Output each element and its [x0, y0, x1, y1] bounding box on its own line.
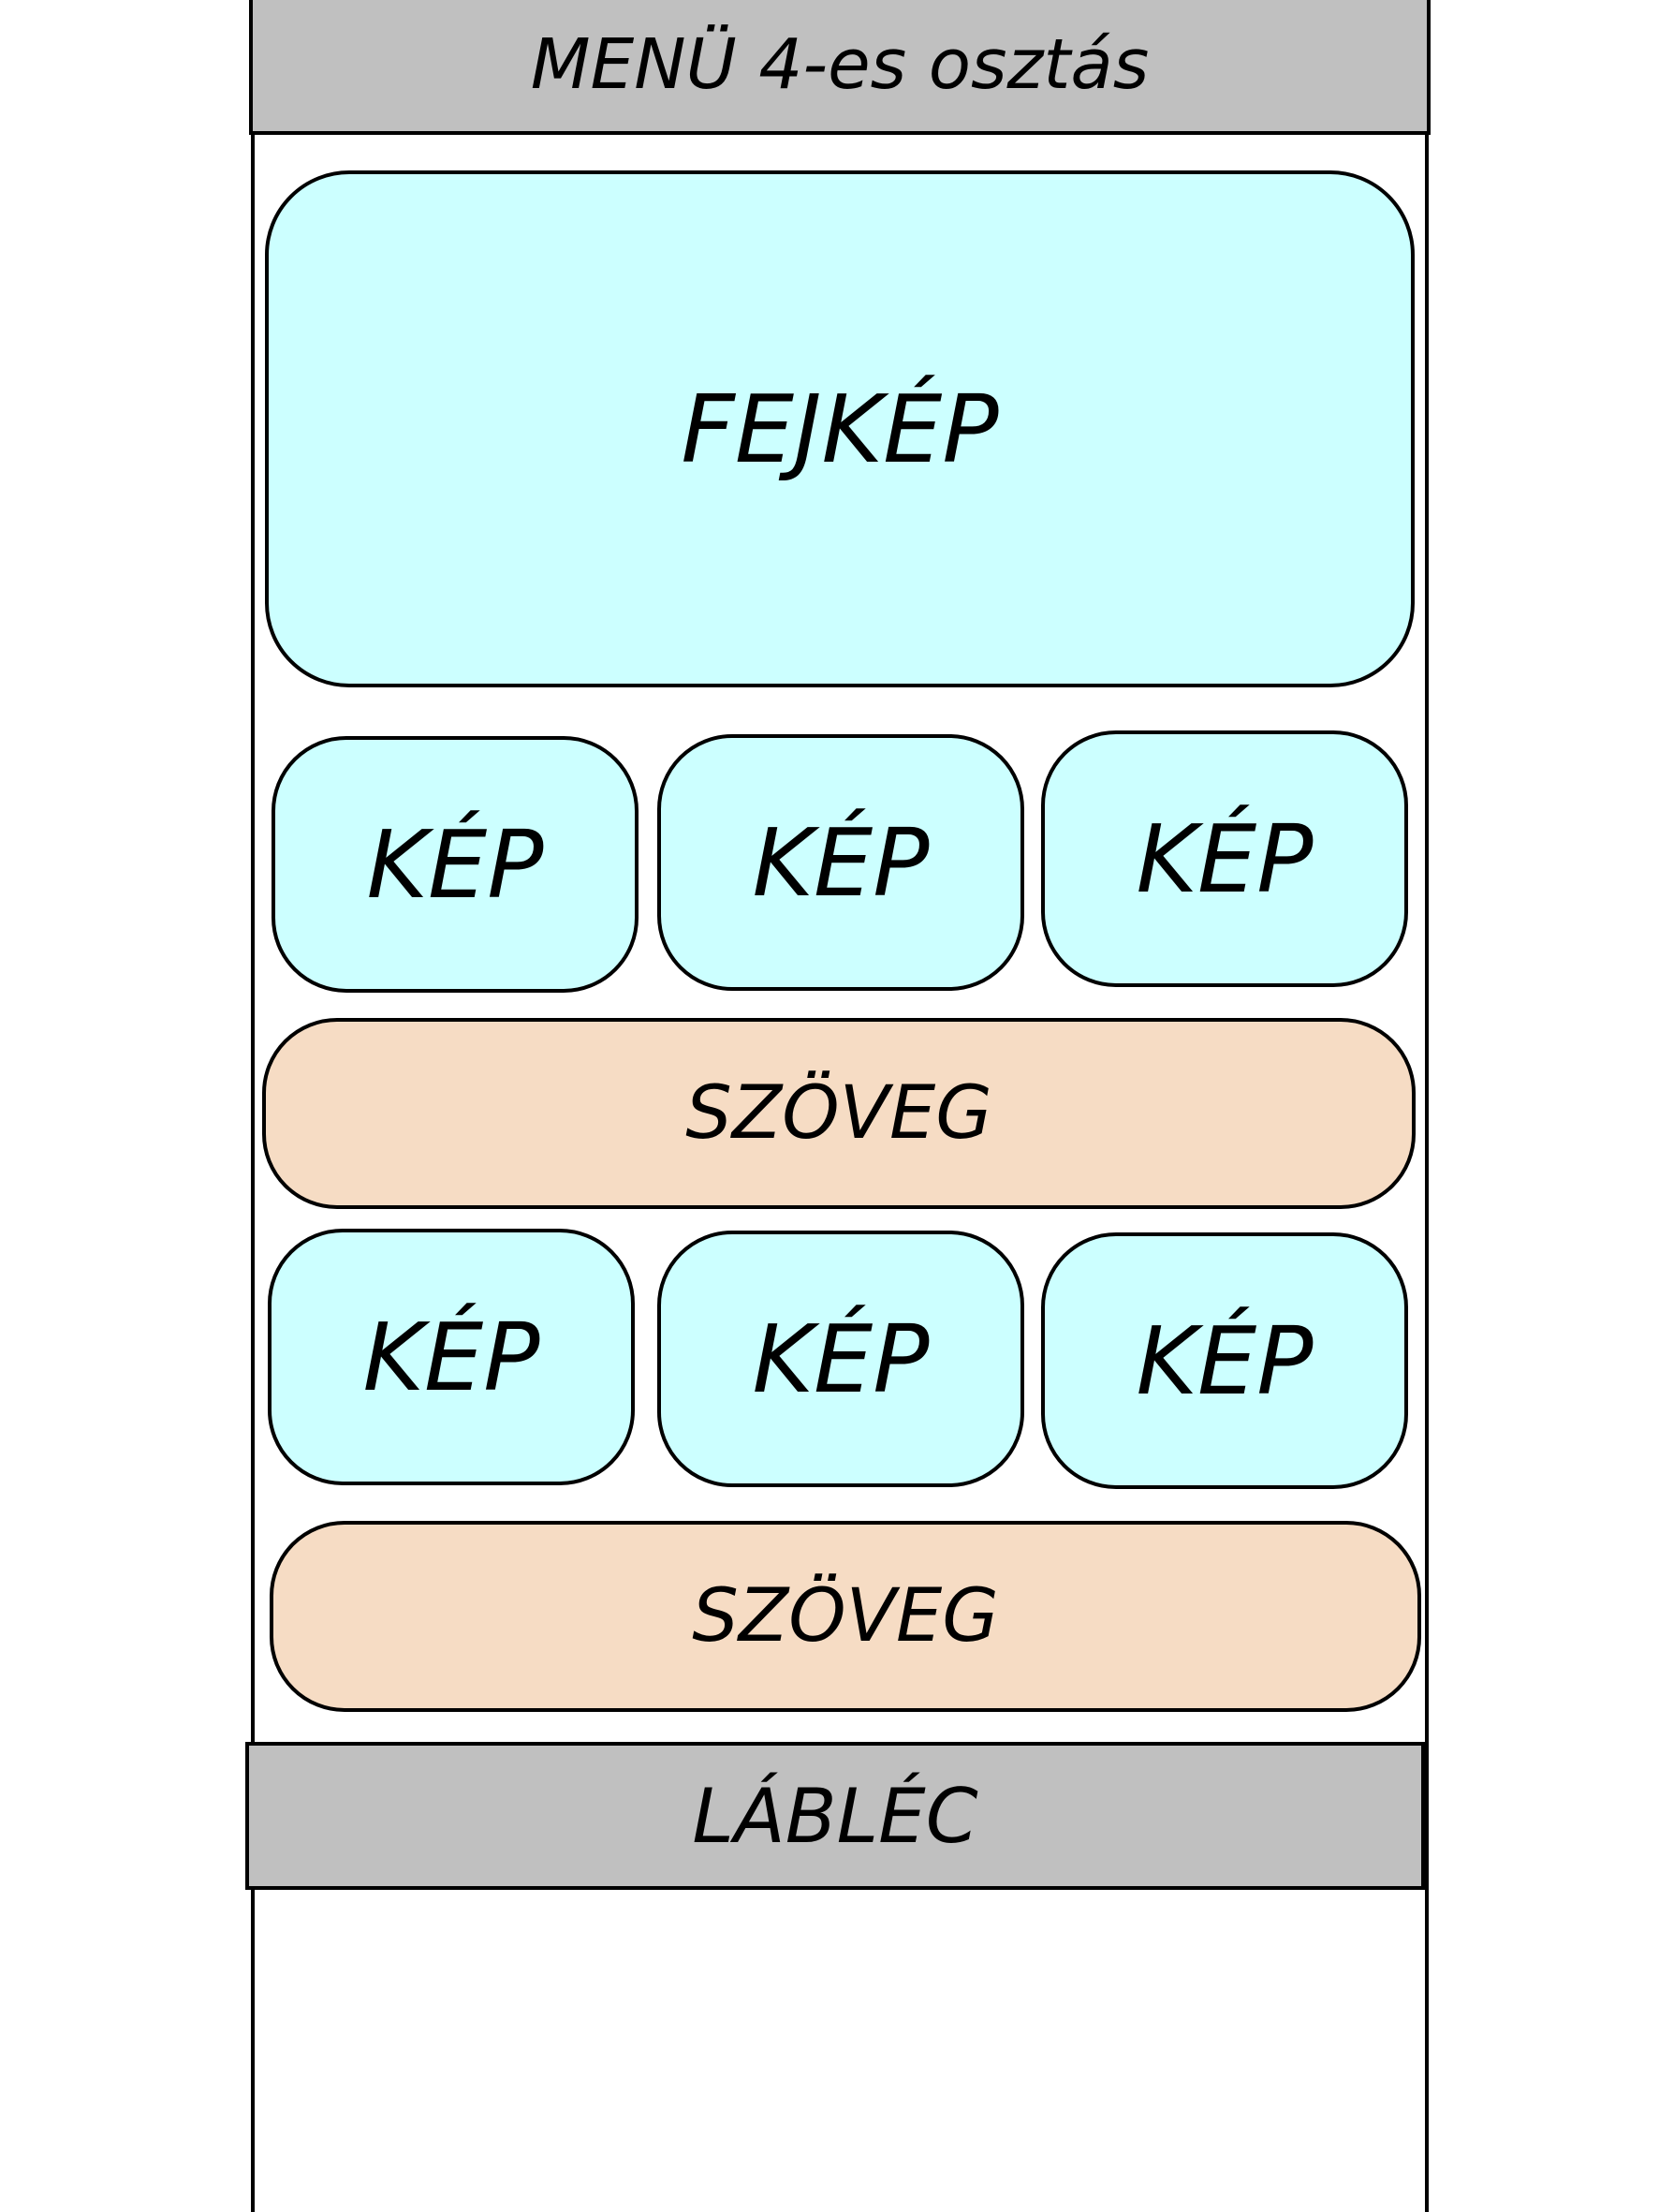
hero-image-placeholder: FEJKÉP [265, 170, 1415, 687]
hero-label: FEJKÉP [681, 374, 999, 484]
text-block: SZÖVEG [270, 1521, 1421, 1712]
frame-left-line [251, 0, 255, 2212]
image-placeholder: KÉP [272, 736, 639, 993]
image-placeholder: KÉP [1041, 1232, 1408, 1489]
menu-label: MENÜ 4-es osztás [530, 24, 1150, 105]
image-label: KÉP [1136, 1305, 1314, 1416]
image-placeholder: KÉP [657, 734, 1024, 991]
image-label: KÉP [362, 1302, 540, 1412]
text-block-label: SZÖVEG [685, 1071, 992, 1156]
image-placeholder: KÉP [657, 1231, 1024, 1487]
image-placeholder: KÉP [1041, 730, 1408, 987]
image-placeholder: KÉP [268, 1229, 635, 1485]
footer-bar[interactable]: LÁBLÉC [245, 1742, 1425, 1890]
image-label: KÉP [1136, 804, 1314, 914]
image-label: KÉP [752, 807, 930, 918]
menu-bar[interactable]: MENÜ 4-es osztás [249, 0, 1431, 135]
image-label: KÉP [752, 1304, 930, 1414]
frame-right-line [1425, 0, 1429, 2212]
footer-label: LÁBLÉC [692, 1772, 978, 1860]
text-block-label: SZÖVEG [692, 1574, 999, 1659]
image-label: KÉP [366, 809, 544, 920]
text-block: SZÖVEG [262, 1018, 1416, 1209]
